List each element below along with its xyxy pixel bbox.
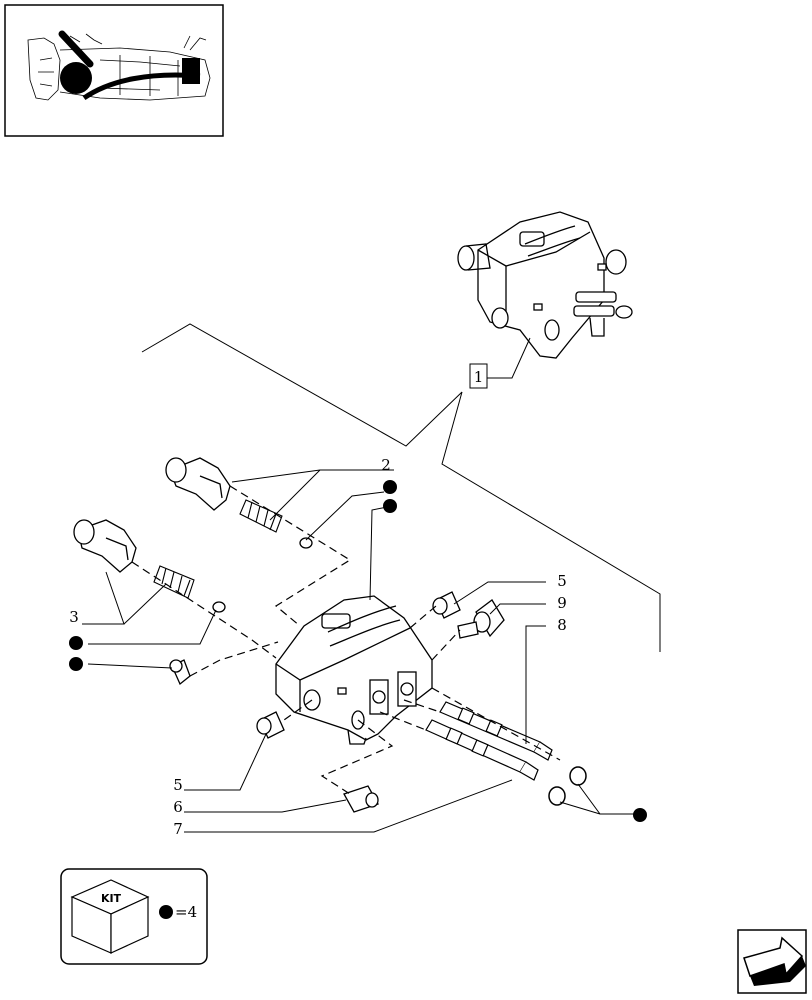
kit-dot-1 [383,480,397,494]
right-plug-5 [432,591,461,619]
upper-o-ring [299,537,313,549]
upper-spring [239,499,283,533]
lower-sleeve-part [73,519,137,573]
upper-sleeve-part [165,457,231,511]
kit-legend: KIT =4 [60,868,208,965]
callout-7: 7 [173,820,183,838]
spool-7 [425,719,539,781]
callout-2: 2 [381,456,391,474]
kit-cube-icon [70,879,150,954]
lower-o-ring [212,601,226,613]
leader-lines-1 [141,323,661,652]
lower-spring [153,565,195,599]
locator-thumbnail[interactable] [4,4,224,137]
kit-dot-4 [69,657,83,671]
callout-6: 6 [173,798,183,816]
kit-dot-5 [633,808,647,822]
callout-3: 3 [69,608,79,626]
callout-5-right: 5 [557,572,567,590]
assembled-valve-drawing [457,211,633,359]
valve-body [275,595,433,745]
kit-label: KIT [101,892,122,905]
callout-9: 9 [557,594,567,612]
callout-5-left: 5 [173,776,183,794]
right-fitting-9 [457,599,505,639]
bottom-plug-5 [256,711,285,739]
callout-1-label: 1 [474,368,484,386]
kit-equation: =4 [175,903,197,921]
kit-legend-dot [159,905,173,919]
plug-6 [343,785,379,813]
o-ring-right-b [548,786,566,806]
kit-dot-2 [383,499,397,513]
left-plug [169,659,191,686]
assembly-dash-lines [131,485,561,795]
kit-dot-3 [69,636,83,650]
callout-8: 8 [557,616,567,634]
callout-1-box[interactable] [469,363,488,389]
next-page-arrow-icon[interactable] [737,929,807,994]
o-ring-right-a [569,766,587,786]
